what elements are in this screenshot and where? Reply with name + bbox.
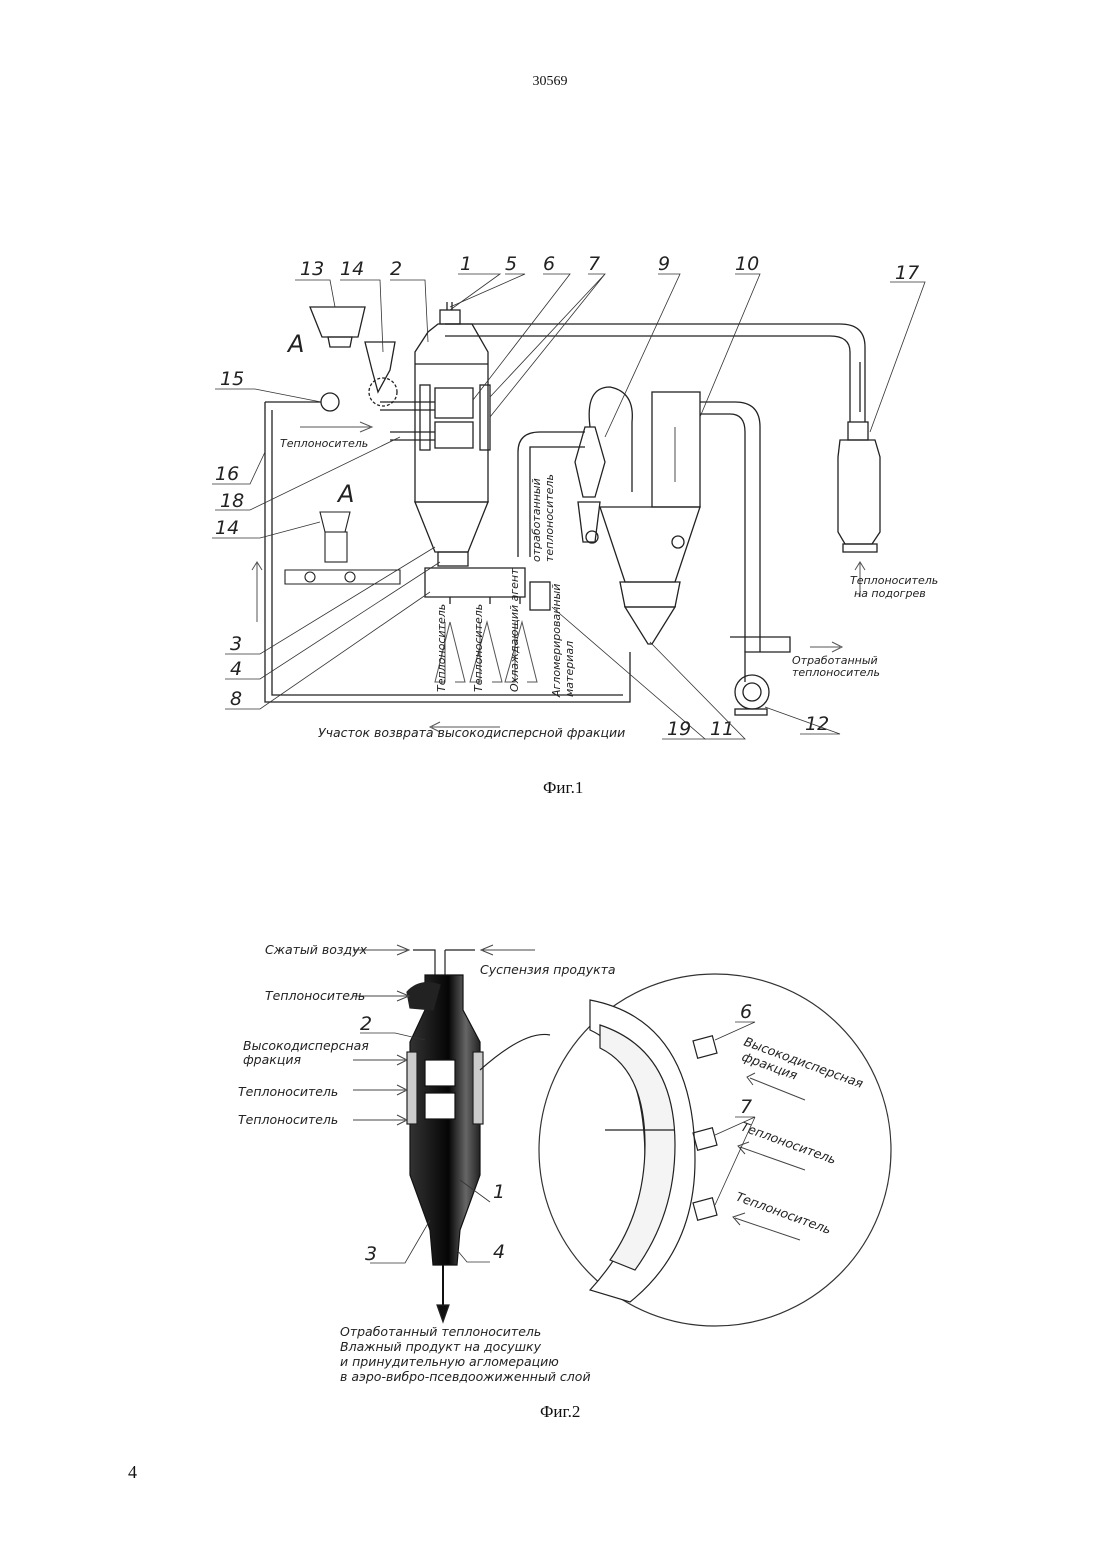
callout-10: 10 — [735, 253, 759, 275]
callout-2: 2 — [390, 258, 402, 280]
callout-9: 9 — [658, 253, 670, 275]
page-number: 4 — [128, 1462, 137, 1483]
label-agglom-2: материал — [563, 641, 576, 697]
label-coolant-top: Теплоноситель — [265, 988, 365, 1003]
callout-4: 4 — [230, 658, 242, 680]
feed-hopper-13 — [310, 307, 397, 406]
label-inlet-1: Теплоноситель — [435, 604, 448, 692]
callout-14: 14 — [340, 258, 364, 280]
section-marker-a: А — [336, 480, 354, 508]
separator-11 — [586, 507, 700, 644]
heater-17 — [838, 362, 880, 552]
label-coolant-in: Теплоноситель — [280, 437, 368, 450]
bottom-text-1: Отработанный теплоноситель — [340, 1324, 541, 1339]
callout-3-fig2: 3 — [365, 1243, 377, 1265]
filter-10 — [652, 392, 700, 507]
callout-4-fig2: 4 — [493, 1241, 505, 1263]
section-marker-a-top: А — [286, 330, 304, 358]
label-compressed-air: Сжатый воздух — [265, 942, 368, 957]
callout-13: 13 — [300, 258, 324, 280]
label-heating-1: Теплоноситель — [850, 574, 938, 587]
callout-12: 12 — [805, 713, 829, 735]
label-high-disperse-1: Высокодисперсная — [243, 1038, 369, 1053]
bottom-text-4: в аэро-вибро-псевдоожиженный слой — [340, 1369, 591, 1384]
label-high-disperse-2: фракция — [243, 1052, 301, 1067]
callout-16: 16 — [215, 463, 239, 485]
fan-12 — [735, 675, 769, 709]
callout-6-fig2: 6 — [740, 1001, 752, 1023]
callout-14b: 14 — [215, 517, 239, 539]
label-inlet-3: Охлаждающий агент — [508, 568, 521, 692]
callout-18: 18 — [220, 490, 244, 512]
callout-11: 11 — [710, 718, 734, 740]
figure-2-diagram: Сжатый воздух Суспензия продукта Теплоно… — [235, 930, 900, 1430]
callout-7: 7 — [588, 253, 600, 275]
callout-6: 6 — [543, 253, 555, 275]
bottom-text-3: и принудительную агломерацию — [340, 1354, 559, 1369]
label-inlet-2: Теплоноситель — [472, 604, 485, 692]
document-number: 30569 — [0, 74, 1100, 90]
label-suspension: Суспензия продукта — [480, 962, 616, 977]
detail-coolant-1: Теплоноситель — [739, 1119, 838, 1167]
callout-7-fig2: 7 — [740, 1096, 752, 1118]
exhaust-duct-line — [445, 324, 865, 422]
callout-15: 15 — [220, 368, 244, 390]
callout-8: 8 — [230, 688, 242, 710]
label-return-section: Участок возврата высокодисперсной фракци… — [318, 725, 625, 740]
label-spent-vert-1: отработанный — [530, 478, 543, 562]
label-spent-vert-2: теплоноситель — [543, 474, 556, 562]
callout-17: 17 — [895, 262, 919, 284]
callout-19: 19 — [667, 718, 691, 740]
pump-15 — [321, 393, 339, 411]
label-heating-2: на подогрев — [854, 587, 926, 600]
callout-3: 3 — [230, 633, 242, 655]
figure-1-caption: Фиг.1 — [543, 778, 583, 798]
dryer-body-fig2 — [410, 975, 480, 1265]
label-coolant-mid2: Теплоноситель — [238, 1112, 338, 1127]
label-agglom-1: Агломерированный — [550, 584, 563, 698]
callout-2-fig2: 2 — [360, 1013, 372, 1035]
figure-2-caption: Фиг.2 — [540, 1402, 580, 1422]
callout-5: 5 — [505, 253, 517, 275]
figure-1-diagram: 13 14 2 1 5 6 7 9 10 17 15 16 18 14 3 4 … — [200, 252, 940, 807]
callout-1: 1 — [460, 253, 472, 275]
bottom-text-2: Влажный продукт на досушку — [340, 1339, 542, 1354]
detail-coolant-2: Теплоноситель — [734, 1189, 833, 1237]
label-exit-2: теплоноситель — [792, 666, 880, 679]
label-coolant-mid1: Теплоноситель — [238, 1084, 338, 1099]
callout-1-fig2: 1 — [493, 1181, 505, 1203]
detail-a — [285, 512, 400, 584]
